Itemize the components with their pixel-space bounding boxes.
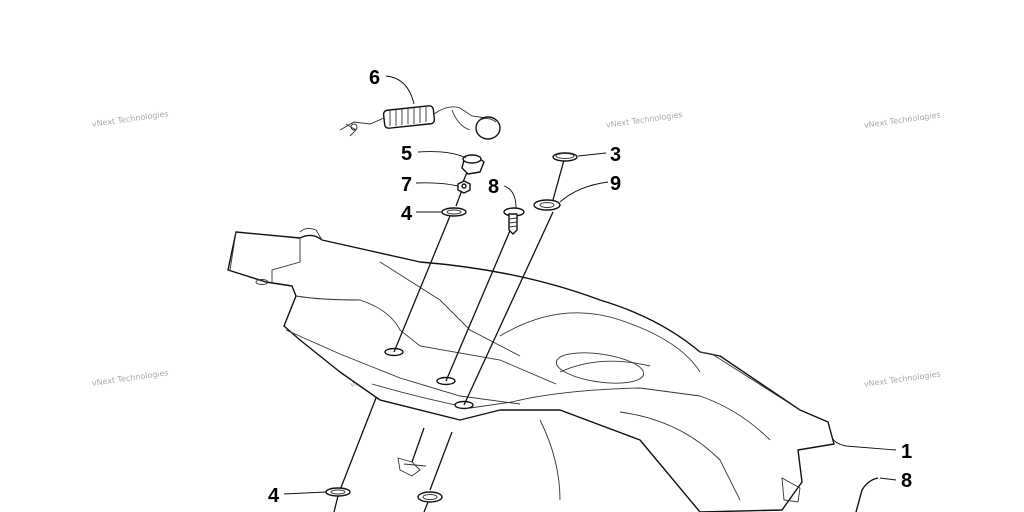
nut-part-7	[457, 180, 471, 194]
callout-3: 3	[610, 144, 621, 166]
screw-part-8	[503, 207, 525, 235]
callout-8-lower: 8	[901, 470, 912, 492]
cover-part-1	[227, 227, 835, 512]
callout-8-upper: 8	[488, 176, 499, 198]
callout-5: 5	[401, 143, 412, 165]
callout-9: 9	[610, 173, 621, 195]
callout-6: 6	[369, 67, 380, 89]
assembly-lines	[333, 159, 565, 512]
watermark: vNext Technologies	[605, 110, 683, 130]
callout-1: 1	[901, 441, 912, 463]
callout-4-lower: 4	[268, 485, 280, 507]
watermark: vNext Technologies	[91, 368, 169, 388]
watermark: vNext Technologies	[91, 109, 169, 129]
watermark: vNext Technologies	[863, 369, 941, 389]
leader-lines	[283, 75, 897, 495]
washer-part-4-upper	[441, 207, 467, 217]
washer-lower-right	[417, 491, 443, 503]
callout-7: 7	[401, 174, 412, 196]
watermark: vNext Technologies	[863, 110, 941, 130]
spring-cable-part-6	[339, 105, 501, 140]
washer-part-4-lower	[325, 487, 351, 497]
bumper-part-5	[461, 154, 485, 175]
callout-labels: 6 5 7 4 8 3 9 1 8 4	[268, 67, 912, 507]
grommet-part-3	[552, 152, 578, 162]
washer-part-9	[533, 199, 561, 211]
part-8-right	[855, 477, 879, 512]
callout-4-upper: 4	[401, 203, 413, 225]
